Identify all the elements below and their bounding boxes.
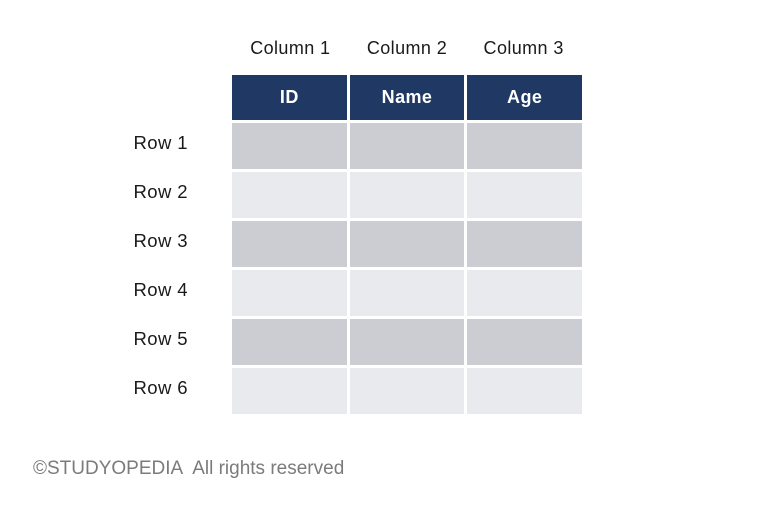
row-label-6: Row 6 xyxy=(133,377,188,398)
table-cell xyxy=(232,221,347,267)
table-header-id: ID xyxy=(232,75,347,120)
row-label-1: Row 1 xyxy=(133,132,188,153)
table-cell xyxy=(232,319,347,365)
row-labels-column: Row 1 Row 2 Row 3 Row 4 Row 5 Row 6 xyxy=(0,120,210,411)
row-label-3: Row 3 xyxy=(133,230,188,251)
table-cell xyxy=(467,123,582,169)
table-cell xyxy=(232,172,347,218)
copyright-rights: All rights reserved xyxy=(192,458,345,479)
table-diagram: ID Name Age xyxy=(232,75,582,414)
column-labels-row: Column 1 Column 2 Column 3 xyxy=(232,34,582,62)
table-cell xyxy=(467,172,582,218)
table-cell xyxy=(232,368,347,414)
row-label-4: Row 4 xyxy=(133,279,188,300)
table-cell xyxy=(467,270,582,316)
row-label-5: Row 5 xyxy=(133,328,188,349)
column-label-1: Column 1 xyxy=(250,37,331,58)
table-cell xyxy=(349,270,465,316)
table-cell xyxy=(232,123,347,169)
table-header-name: Name xyxy=(349,75,465,120)
table-cell xyxy=(349,123,465,169)
column-label-3: Column 3 xyxy=(483,37,564,58)
copyright-brand: ©STUDYOPEDIA xyxy=(33,458,184,479)
table-cell xyxy=(349,368,465,414)
table-cell xyxy=(349,221,465,267)
column-label-2: Column 2 xyxy=(366,37,448,58)
row-label-2: Row 2 xyxy=(133,181,188,202)
copyright-text: ©STUDYOPEDIA All rights reserved xyxy=(33,458,344,480)
table-cell xyxy=(349,172,465,218)
table-cell xyxy=(349,319,465,365)
table-cell xyxy=(467,221,582,267)
table-header-age: Age xyxy=(467,75,582,120)
table-cell xyxy=(467,368,582,414)
table-cell xyxy=(467,319,582,365)
table-cell xyxy=(232,270,347,316)
